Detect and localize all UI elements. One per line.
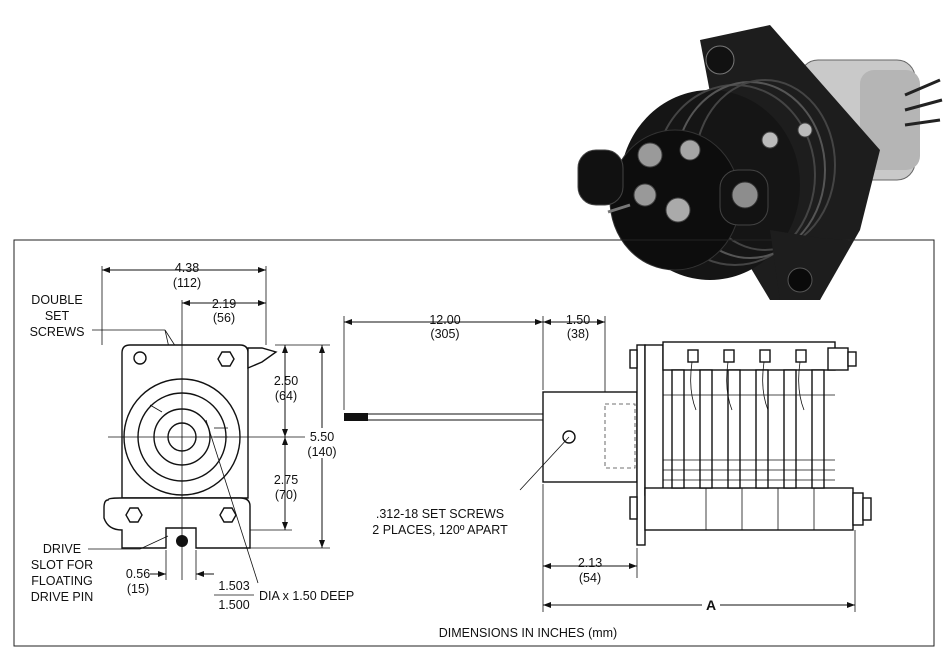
bore-min: 1.500 — [218, 598, 249, 612]
bore-max: 1.503 — [218, 579, 249, 593]
units-note: DIMENSIONS IN INCHES (mm) — [439, 626, 617, 640]
mount-offset-value: 2.13 — [578, 556, 602, 570]
bore-depth: DIA x 1.50 DEEP — [259, 589, 354, 603]
half-width-mm: (56) — [213, 311, 235, 325]
drive-slot-label-4: DRIVE PIN — [31, 590, 94, 604]
slot-width-value: 0.56 — [126, 567, 150, 581]
shaft-length-mm: (305) — [430, 327, 459, 341]
front-view: 4.38 (112) 2.19 (56) DOUBLE SET SCREWS — [30, 261, 355, 612]
half-width-value: 2.19 — [212, 297, 236, 311]
product-photo — [560, 0, 943, 300]
mount-offset-mm: (54) — [579, 571, 601, 585]
photo-overlay — [770, 230, 848, 300]
lower-height-mm: (70) — [275, 488, 297, 502]
drawing-frame — [13, 239, 935, 647]
drive-slot-label-1: DRIVE — [43, 542, 81, 556]
overall-length-label: A — [706, 597, 716, 613]
hub-length-mm: (38) — [567, 327, 589, 341]
total-height-value: 5.50 — [310, 430, 334, 444]
hub-length-value: 1.50 — [566, 313, 590, 327]
drive-slot-label-3: FLOATING — [31, 574, 93, 588]
width-overall-mm: (112) — [173, 276, 201, 290]
side-view: 12.00 (305) 1.50 (38) — [343, 313, 872, 614]
upper-height-value: 2.50 — [274, 374, 298, 388]
set-screws-label-3: SCREWS — [30, 325, 85, 339]
width-overall-value: 4.38 — [175, 261, 199, 275]
ring-columns — [663, 349, 835, 530]
shaft-length-value: 12.00 — [429, 313, 460, 327]
upper-height-mm: (64) — [275, 389, 297, 403]
set-screws-label-2: SET — [45, 309, 70, 323]
set-screws-label-1: DOUBLE — [31, 293, 82, 307]
slot-width-mm: (15) — [127, 582, 149, 596]
drive-slot-label-2: SLOT FOR — [31, 558, 93, 572]
set-screw-note-1: .312-18 SET SCREWS — [376, 507, 504, 521]
set-screw-note-2: 2 PLACES, 120º APART — [372, 523, 508, 537]
lower-height-value: 2.75 — [274, 473, 298, 487]
total-height-mm: (140) — [307, 445, 336, 459]
